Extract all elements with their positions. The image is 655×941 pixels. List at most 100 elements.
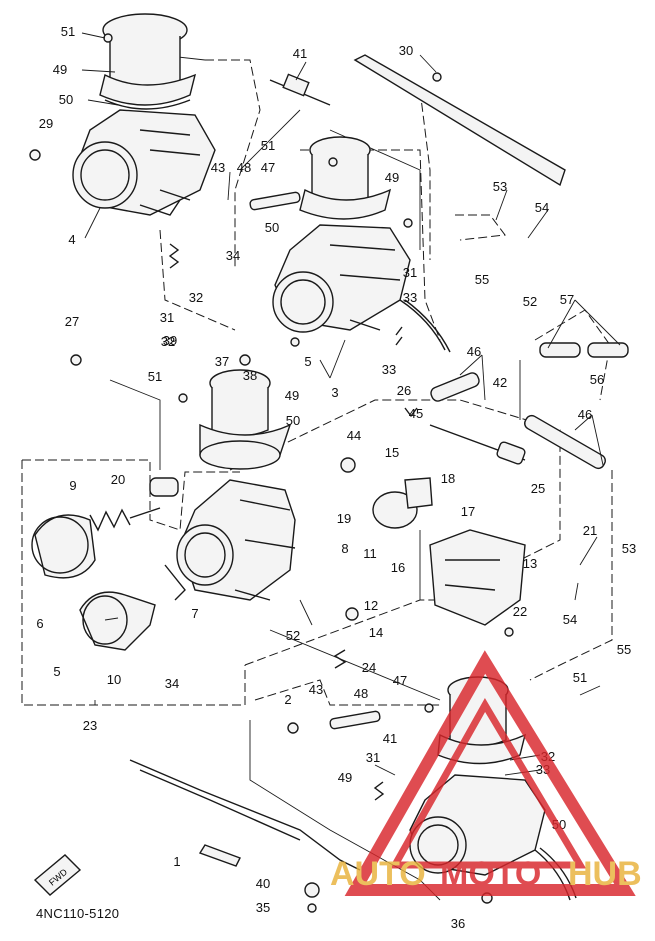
- callout-31: 31: [403, 265, 417, 280]
- callout-48: 48: [237, 160, 251, 175]
- callout-20: 20: [111, 472, 125, 487]
- callout-55: 55: [617, 642, 631, 657]
- assembly-frame-right: [455, 214, 613, 681]
- callout-52: 52: [523, 294, 537, 309]
- callout-22: 22: [513, 604, 527, 619]
- callout-7: 7: [191, 606, 198, 621]
- callout-26: 26: [397, 383, 411, 398]
- callout-12: 12: [364, 598, 378, 613]
- throttle-rod-25: [429, 424, 526, 465]
- callout-15: 15: [385, 445, 399, 460]
- callout-44: 44: [347, 428, 361, 443]
- assembly-frame-lower: [21, 399, 561, 706]
- leader-lines: [81, 32, 621, 776]
- drawing-code-label: 4NC110-5120: [36, 906, 120, 921]
- watermark-triangle-inner: [389, 698, 587, 869]
- callout-49: 49: [53, 62, 67, 77]
- callout-51: 51: [261, 138, 275, 153]
- callout-1: 1: [173, 854, 180, 869]
- callout-5: 5: [53, 664, 60, 679]
- callout-4: 4: [68, 232, 75, 247]
- callout-34: 34: [165, 676, 179, 691]
- callout-16: 16: [391, 560, 405, 575]
- carburetor-unit-4: [72, 13, 216, 216]
- piston-valve-7: [79, 591, 156, 651]
- callout-46: 46: [467, 344, 481, 359]
- callout-8: 8: [341, 541, 348, 556]
- callout-32: 32: [189, 290, 203, 305]
- callout-24: 24: [362, 660, 376, 675]
- callout-34: 34: [226, 248, 240, 263]
- callout-25: 25: [531, 481, 545, 496]
- callout-10: 10: [107, 672, 121, 687]
- callout-46: 46: [578, 407, 592, 422]
- callout-33: 33: [403, 290, 417, 305]
- callout-37: 37: [215, 354, 229, 369]
- callout-3: 3: [331, 385, 338, 400]
- carburetor-unit-1: [409, 676, 577, 901]
- watermark-word-moto: MOTO: [440, 855, 541, 893]
- throttle-rod-41-top: [269, 73, 331, 106]
- callout-38: 38: [243, 368, 257, 383]
- callout-48: 48: [354, 686, 368, 701]
- callout-32: 32: [161, 334, 175, 349]
- callout-51: 51: [61, 24, 75, 39]
- callout-53: 53: [493, 179, 507, 194]
- callout-56: 56: [590, 372, 604, 387]
- callout-23: 23: [83, 718, 97, 733]
- hose-44: [524, 414, 606, 470]
- callout-30: 30: [399, 43, 413, 58]
- callout-18: 18: [441, 471, 455, 486]
- callout-14: 14: [369, 625, 383, 640]
- callout-50: 50: [265, 220, 279, 235]
- callout-13: 13: [523, 556, 537, 571]
- callout-29: 29: [39, 116, 53, 131]
- callout-19: 19: [337, 511, 351, 526]
- watermark-word-hub: HUB: [568, 855, 642, 893]
- callout-47: 47: [393, 673, 407, 688]
- watermark-word-auto: AUTO: [330, 855, 426, 893]
- callout-51: 51: [148, 369, 162, 384]
- callout-41: 41: [383, 731, 397, 746]
- fwd-arrow-badge: FWD: [33, 854, 82, 896]
- callout-39: 39: [163, 333, 177, 348]
- callout-6: 6: [36, 616, 43, 631]
- callout-17: 17: [461, 504, 475, 519]
- callout-36: 36: [451, 916, 465, 931]
- callout-35: 35: [256, 900, 270, 915]
- carburetor-unit-2: [164, 369, 296, 601]
- callout-31: 31: [366, 750, 380, 765]
- callout-50: 50: [286, 413, 300, 428]
- callout-41: 41: [293, 46, 307, 61]
- callout-42: 42: [493, 375, 507, 390]
- callout-28: 28: [0, 0, 7, 3]
- callout-50: 50: [59, 92, 73, 107]
- callout-49: 49: [338, 770, 352, 785]
- callout-55: 55: [475, 272, 489, 287]
- callout-49: 49: [385, 170, 399, 185]
- callout-31: 31: [160, 310, 174, 325]
- callout-49: 49: [285, 388, 299, 403]
- callout-5: 5: [304, 354, 311, 369]
- callout-57: 57: [560, 292, 574, 307]
- callout-21: 21: [583, 523, 597, 538]
- callout-27: 27: [65, 314, 79, 329]
- callout-54: 54: [563, 612, 577, 627]
- hose-47-bottom: [329, 710, 381, 730]
- hardware-parts: [29, 33, 514, 913]
- callout-47: 47: [261, 160, 275, 175]
- callout-11: 11: [363, 546, 377, 561]
- callout-43: 43: [211, 160, 225, 175]
- pipe-56: [539, 342, 629, 358]
- top-cover-6: [31, 514, 96, 579]
- spring-and-needle: [89, 477, 179, 532]
- watermark-logo: AUTO MOTO HUB: [330, 650, 642, 896]
- callout-9: 9: [69, 478, 76, 493]
- watermark-triangle: [344, 650, 636, 896]
- callout-2: 2: [284, 692, 291, 707]
- stay-30: [353, 54, 566, 187]
- callout-51: 51: [573, 670, 587, 685]
- callout-52: 52: [286, 628, 300, 643]
